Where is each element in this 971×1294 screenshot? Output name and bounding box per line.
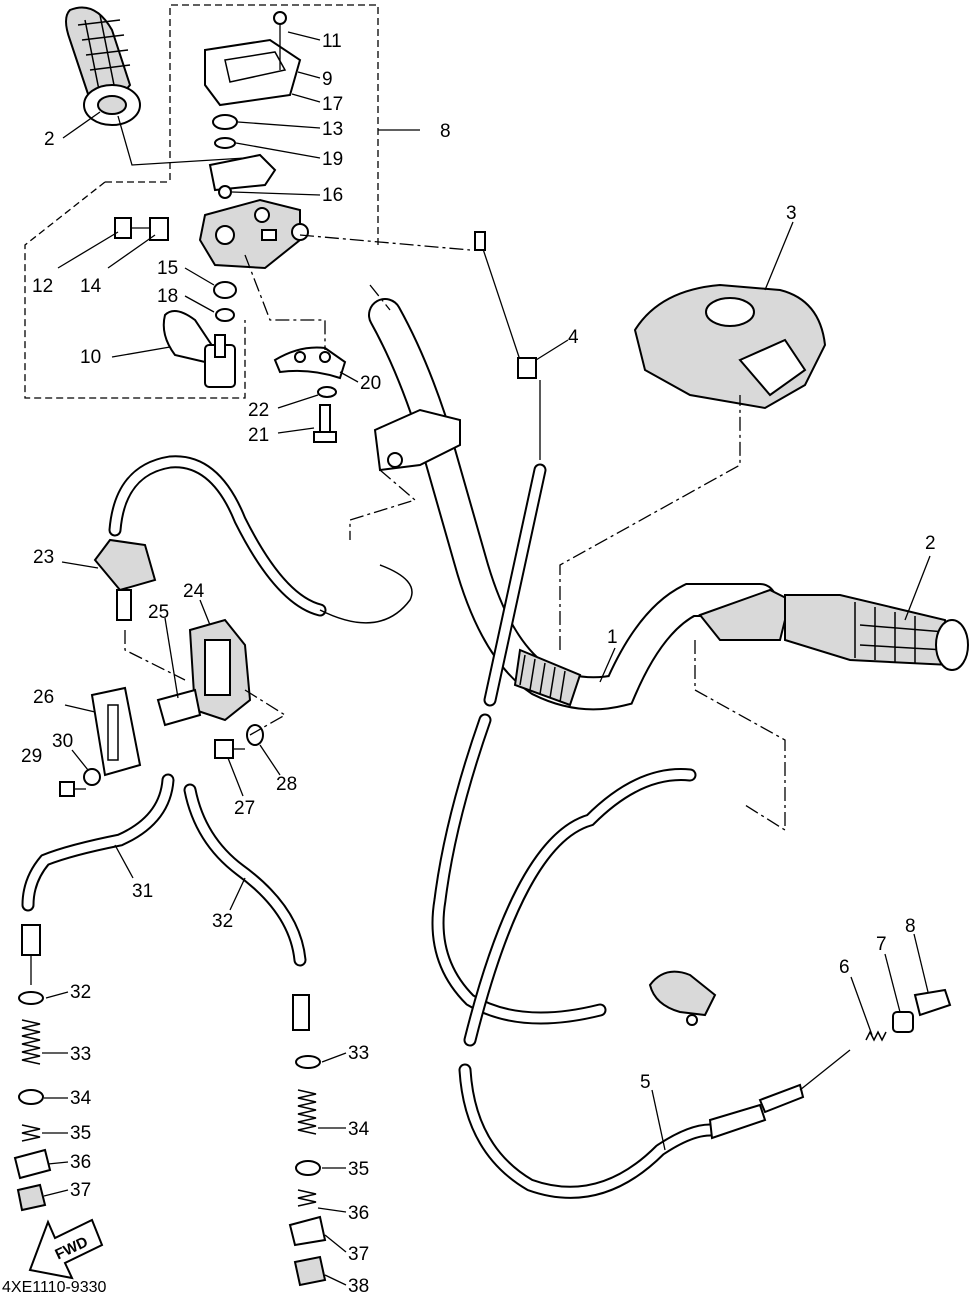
washer-23 — [317, 386, 337, 398]
group-box-9 — [24, 4, 379, 399]
callout-36-right: 36 — [348, 1203, 369, 1224]
holder-21 — [273, 346, 347, 380]
screw-30 — [59, 781, 86, 797]
callout-32-right: 32 — [212, 911, 233, 932]
washer-29 — [246, 724, 264, 746]
left-grip — [65, 6, 141, 126]
callout-32-left: 31 — [132, 881, 153, 902]
callout-29: 28 — [276, 774, 297, 795]
callout-18: 17 — [322, 94, 343, 115]
callout-15: 14 — [80, 276, 102, 297]
callout-2-left: 2 — [44, 129, 55, 150]
right-grip — [698, 588, 969, 671]
callout-27: 26 — [33, 687, 54, 708]
callout-22: 21 — [248, 425, 269, 446]
callout-36-left: 35 — [70, 1123, 91, 1144]
bolt-13 — [114, 217, 150, 239]
bracket-26 — [156, 688, 202, 727]
callout-33-left: 32 — [70, 982, 91, 1003]
callout-10: 9 — [322, 69, 333, 90]
callout-35-right: 35 — [348, 1159, 369, 1180]
brake-hose-left — [21, 773, 175, 985]
callout-33-right: 33 — [348, 1043, 369, 1064]
drawing-code: 4XE1110-9330 — [2, 1279, 106, 1294]
handlebar-clamp — [373, 408, 461, 472]
callout-11: 10 — [80, 347, 101, 368]
reference-lines — [124, 234, 786, 832]
washer-19 — [215, 308, 235, 322]
cable-end-5 — [708, 1049, 851, 1140]
callout-3: 3 — [786, 203, 797, 224]
nut-15 — [149, 217, 169, 241]
throttle-cable — [431, 231, 717, 1199]
brake-hose-right — [183, 783, 310, 1031]
callout-4: 4 — [568, 327, 579, 348]
callout-21: 20 — [360, 373, 381, 394]
callout-5: 5 — [640, 1072, 651, 1093]
callout-28: 27 — [234, 798, 255, 819]
callout-38-right: 38 — [348, 1276, 369, 1294]
bolt-22 — [313, 404, 337, 443]
callout-30: 29 — [21, 746, 42, 767]
callout-34-left: 33 — [70, 1044, 91, 1065]
callout-37-right: 37 — [348, 1244, 369, 1265]
left-caliper-stack — [13, 991, 52, 1212]
callout-1: 1 — [607, 627, 618, 648]
brake-hose-upper — [108, 455, 413, 624]
callout-16: 15 — [157, 258, 178, 279]
callout-14: 13 — [322, 119, 343, 140]
callout-24: 23 — [33, 547, 54, 568]
fwd-arrow: FWD — [28, 1218, 104, 1280]
master-cylinder-body — [198, 198, 309, 270]
callout-37-left: 36 — [70, 1152, 91, 1173]
callout-12: 11 — [322, 31, 342, 52]
nut-8 — [913, 988, 952, 1017]
elbow-connector — [648, 970, 717, 1026]
callout-9: 8 — [440, 121, 451, 142]
washer-31 — [83, 768, 101, 786]
master-cylinder-cap — [204, 11, 302, 199]
spring-6 — [865, 1030, 887, 1042]
callout-20: 19 — [322, 149, 343, 170]
leader-lines — [42, 31, 931, 1286]
callout-19: 18 — [157, 286, 178, 307]
callout-35-left: 34 — [70, 1088, 92, 1109]
screw-28 — [214, 739, 245, 759]
junction-24 — [93, 538, 157, 621]
callout-25: 24 — [183, 581, 205, 602]
callout-6: 6 — [839, 957, 850, 978]
handlebar — [368, 298, 777, 711]
plate-27 — [90, 686, 142, 777]
callout-7: 7 — [876, 934, 887, 955]
adjuster-7 — [892, 1011, 914, 1033]
callout-31: 30 — [52, 731, 73, 752]
callout-8: 8 — [905, 916, 916, 937]
callout-34-right: 34 — [348, 1119, 370, 1140]
washer-16 — [213, 281, 237, 299]
throttle-cover — [633, 283, 827, 410]
callout-labels: 2 11 9 17 13 8 19 16 12 14 15 18 10 20 2… — [21, 31, 936, 1294]
callout-23: 22 — [248, 400, 269, 421]
callout-13: 12 — [32, 276, 53, 297]
callout-17: 16 — [322, 185, 343, 206]
callout-26: 25 — [148, 602, 169, 623]
callout-2-right: 2 — [925, 533, 936, 554]
callout-38-left: 37 — [70, 1180, 91, 1201]
brake-lever — [162, 310, 236, 388]
right-caliper-stack — [288, 1055, 327, 1287]
